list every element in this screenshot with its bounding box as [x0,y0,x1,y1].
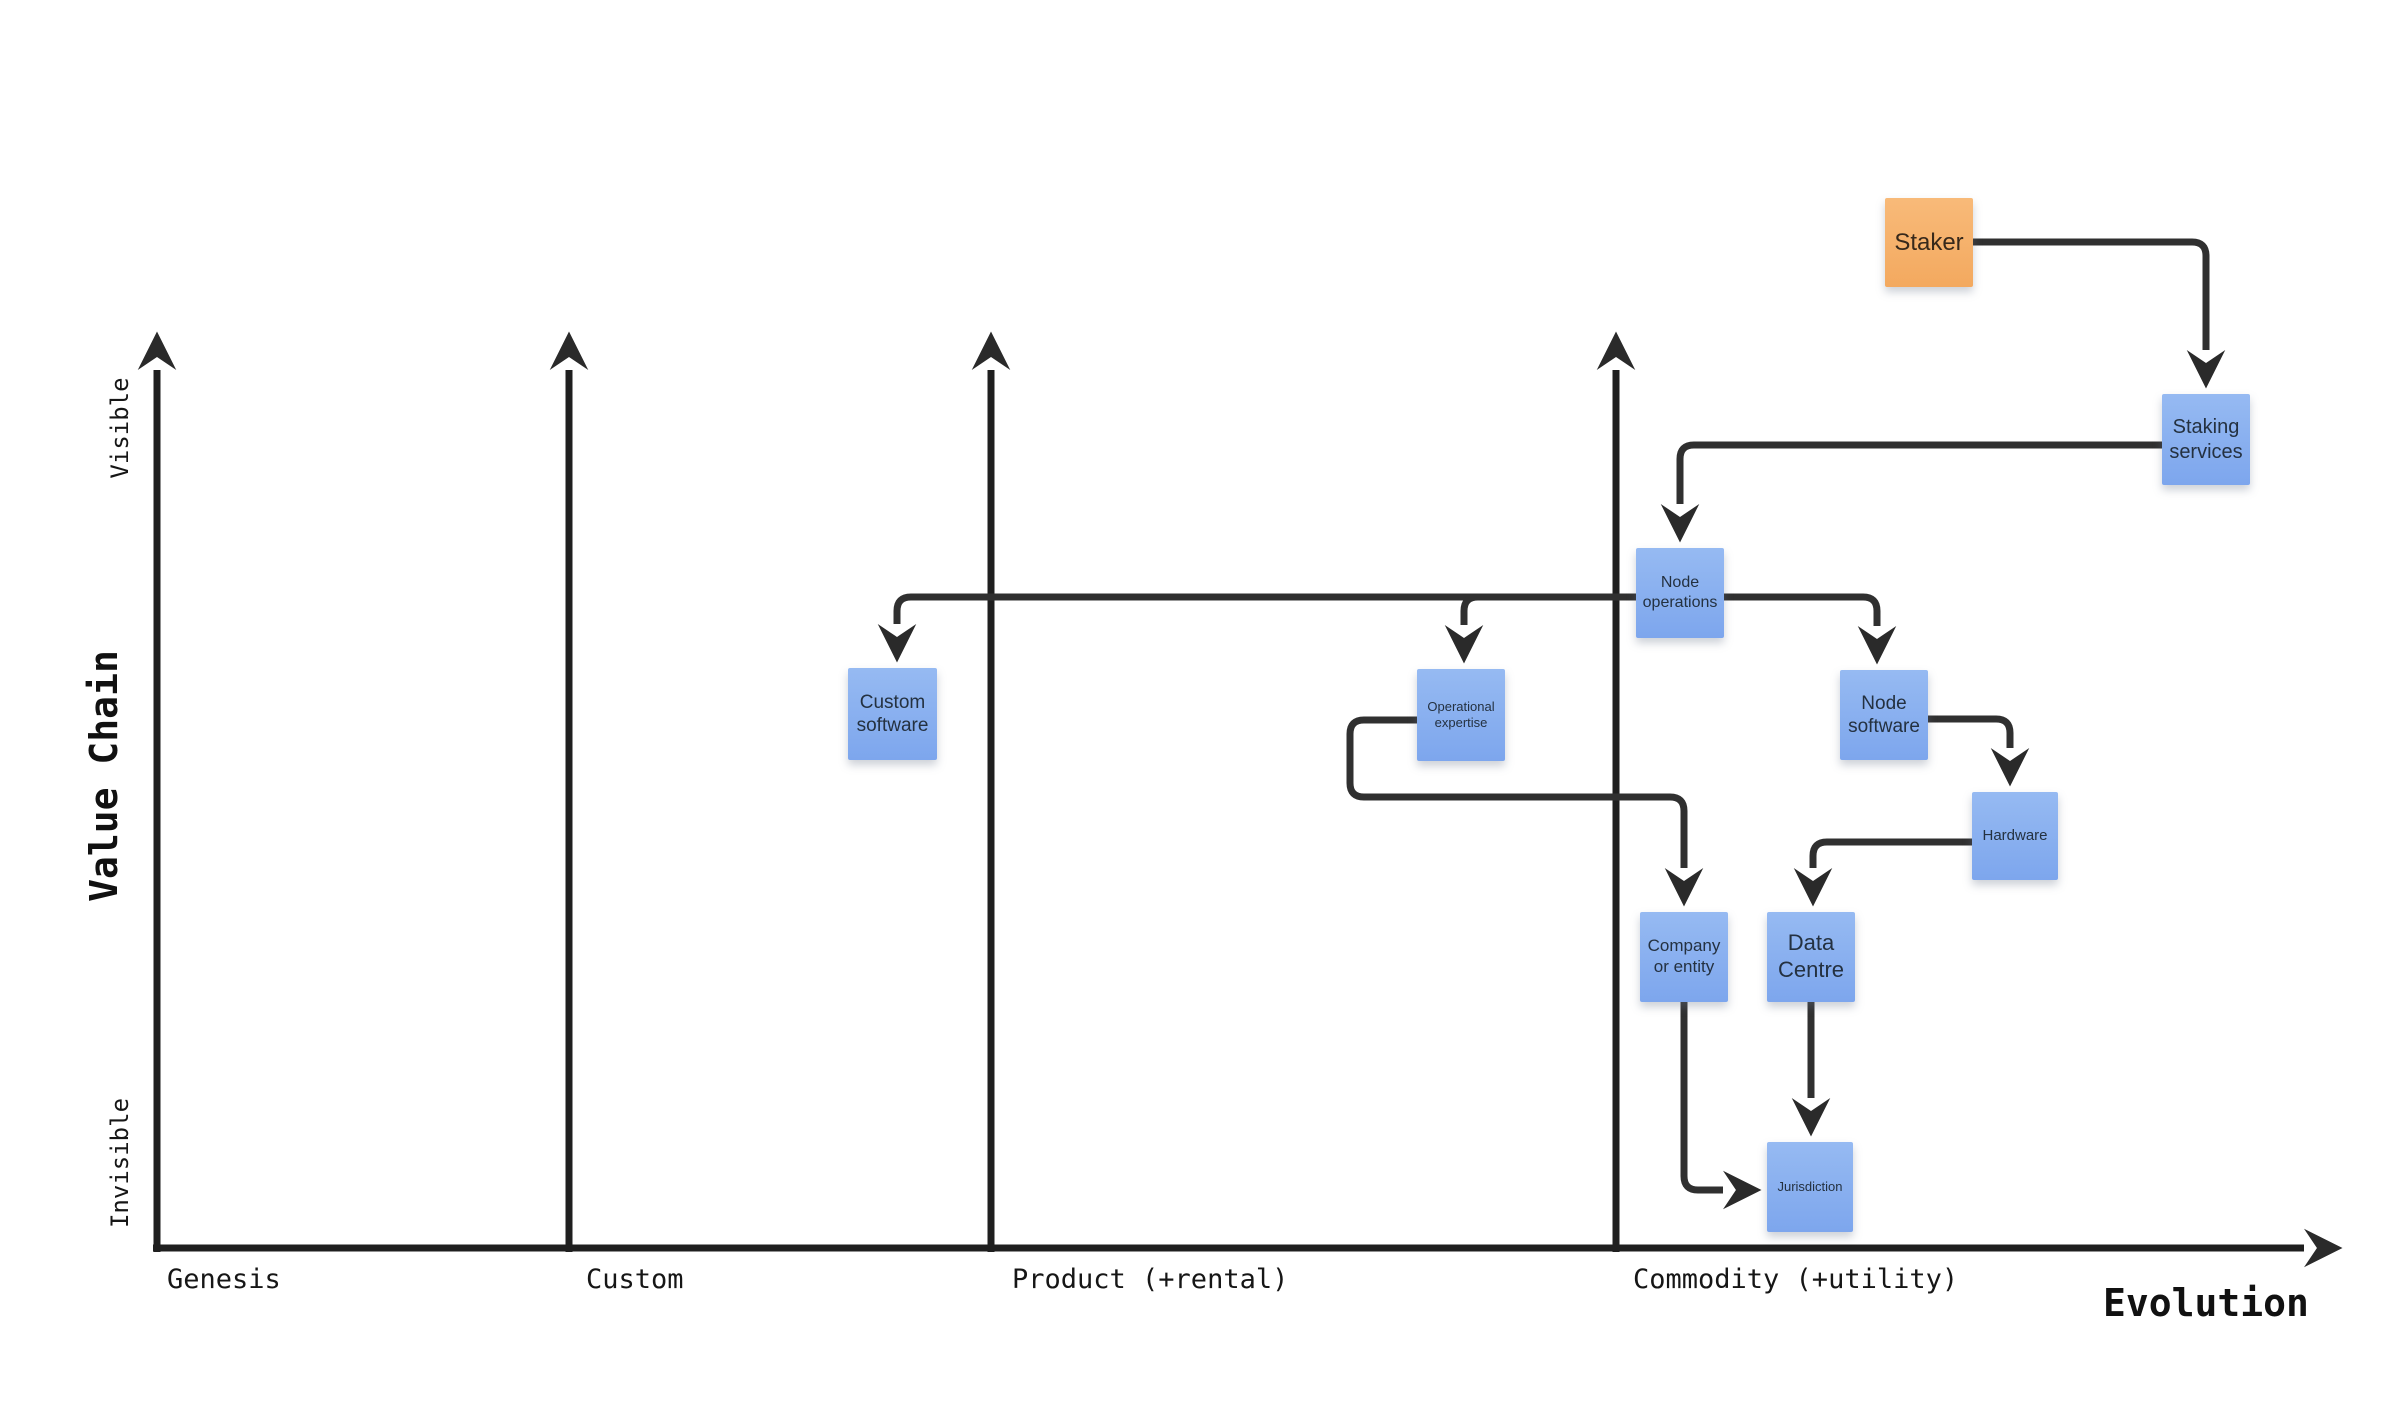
node-node-software: Node software [1840,670,1928,760]
edge-company-or-entity-to-jurisdiction [1680,1002,1762,1210]
visible-axis-label: Visible [106,377,134,479]
node-company-or-entity: Company or entity [1640,912,1728,1002]
evolution-axis-title: Evolution [2103,1281,2309,1325]
edge-node-operations-to-node-software [1724,593,1897,665]
stage-label-custom: Custom [586,1264,684,1295]
node-hardware: Hardware [1972,792,2058,880]
edge-operational-expertise-to-company-or-entity [1346,716,1704,907]
axes-group [137,331,2343,1268]
invisible-axis-label: Invisible [106,1097,134,1229]
node-node-operations: Node operations [1636,548,1724,638]
edge-node-operations-to-custom-software [877,593,1636,663]
stage-label-product: Product (+rental) [1012,1264,1289,1295]
node-data-centre: Data Centre [1767,912,1855,1002]
edge-staking-services-to-node-operations [1660,441,2162,543]
node-staking-services: Staking services [2162,394,2250,485]
stage-label-genesis: Genesis [167,1264,281,1295]
stage-label-commodity: Commodity (+utility) [1633,1264,1959,1295]
node-operational-expertise: Operational expertise [1417,669,1505,761]
edges-group [877,238,2226,1210]
node-custom-software: Custom software [848,668,937,760]
value-chain-axis-title: Value Chain [82,650,126,902]
edge-hardware-to-data-centre [1793,838,1972,907]
node-staker: Staker [1885,198,1973,287]
node-jurisdiction: Jurisdiction [1767,1142,1853,1232]
edge-staker-to-staking-services [1973,238,2226,389]
edge-node-operations-to-operational-expertise [1444,593,1636,664]
edge-node-software-to-hardware [1928,715,2030,787]
